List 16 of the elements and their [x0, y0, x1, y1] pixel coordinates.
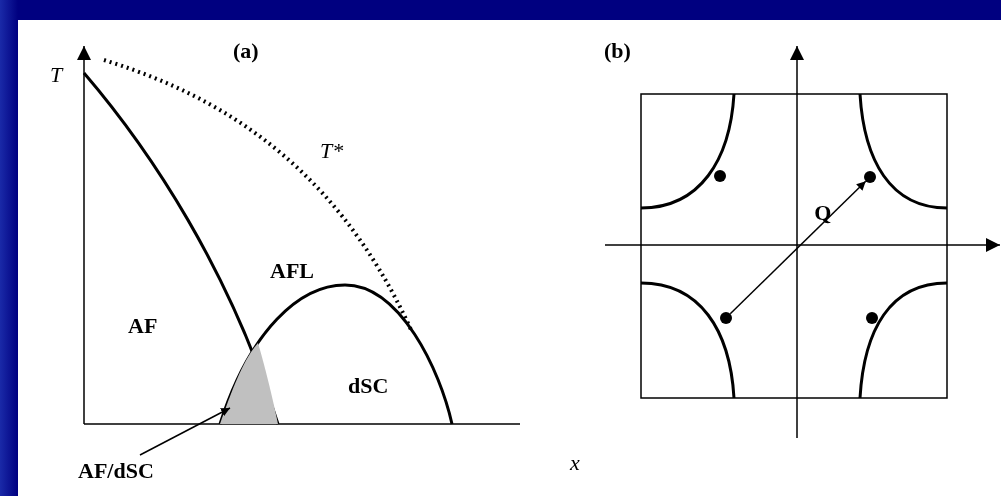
wave-vector-arrow — [729, 180, 867, 315]
phase-label: AF/dSC — [78, 460, 154, 482]
axis-label: T — [50, 64, 63, 86]
fermi-point-dot — [864, 171, 876, 183]
fermi-point-dot — [720, 312, 732, 324]
leader-arrow — [139, 407, 231, 456]
axis-label: x — [570, 452, 580, 474]
phase-label: AF — [128, 315, 158, 337]
panel-label: (a) — [233, 40, 259, 62]
fermi-point-dot — [866, 312, 878, 324]
phase-label: dSC — [348, 375, 389, 397]
fermi-point-dot — [714, 170, 726, 182]
curve-label: T* — [320, 140, 344, 162]
panel-label: (b) — [604, 40, 631, 62]
phase-label: AFL — [270, 260, 314, 282]
coexistence-region — [220, 343, 278, 424]
